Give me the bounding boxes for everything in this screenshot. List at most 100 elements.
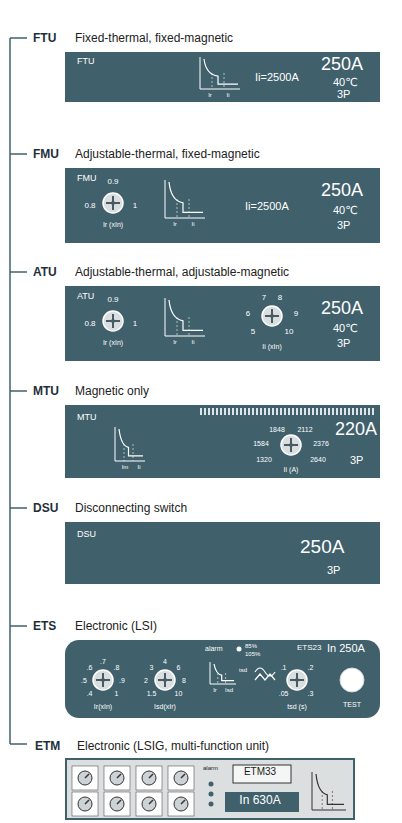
small-dial xyxy=(78,797,92,811)
stripe xyxy=(348,408,350,415)
panel-text: Ii (xIn) xyxy=(262,343,281,350)
panel-text: 8 xyxy=(182,677,186,684)
dial-knob xyxy=(93,670,113,690)
trip-unit-panel: DSUDisconnecting switchDSU250A3P xyxy=(65,522,380,584)
panel-text: 250A xyxy=(321,55,363,73)
panel-text: In 630A xyxy=(239,794,280,806)
dial-knob xyxy=(103,311,123,331)
type-code: ETM xyxy=(35,740,60,752)
stripe xyxy=(356,408,358,415)
dial-knob xyxy=(281,435,301,455)
panel-text: tsd xyxy=(239,667,247,673)
dial-pointer xyxy=(85,774,89,778)
bracket-tick xyxy=(10,153,27,155)
panel-text: 9 xyxy=(294,310,298,318)
stripe xyxy=(252,408,254,415)
stripe xyxy=(248,408,250,415)
stripe xyxy=(292,408,294,415)
type-code: ETS xyxy=(33,620,56,632)
small-dial xyxy=(78,771,92,785)
stripe xyxy=(260,408,262,415)
curve-marker xyxy=(133,444,134,461)
dial-pointer xyxy=(85,800,89,804)
panel-text: .6 xyxy=(87,663,93,670)
panel-text: ETM33 xyxy=(244,767,276,777)
panel-text: .2 xyxy=(308,663,314,670)
panel-text: .3 xyxy=(308,690,314,697)
panel-text: 1.5 xyxy=(147,690,157,697)
panel-text: 3P xyxy=(337,89,350,100)
panel-text: .8 xyxy=(114,663,120,670)
trip-curve xyxy=(169,182,203,212)
panel-text: Ii xyxy=(192,339,195,345)
dial-box xyxy=(136,766,162,790)
dial-center xyxy=(101,678,105,682)
stripe xyxy=(304,408,306,415)
curve-marker xyxy=(322,791,323,810)
panel-text: ATU xyxy=(77,292,94,301)
small-dial xyxy=(142,797,156,811)
trip-curve-icon xyxy=(165,298,205,336)
panel-text: Ii xyxy=(227,92,230,98)
dial-box xyxy=(104,792,130,816)
stripe xyxy=(332,408,334,415)
panel-text: .5 xyxy=(81,677,87,684)
curve-axes xyxy=(165,298,205,336)
dial-center xyxy=(111,319,115,323)
trip-curve-icon xyxy=(165,180,205,218)
type-description: Adjustable-thermal, fixed-magnetic xyxy=(75,148,260,160)
trip-curve xyxy=(204,59,238,84)
trip-curve-icon xyxy=(312,772,346,810)
stripe xyxy=(240,408,242,415)
panel-text: .05 xyxy=(279,690,289,697)
test-button xyxy=(340,668,364,692)
stripe xyxy=(208,408,210,415)
panel-text: 1584 xyxy=(253,440,269,447)
panel-text: 1 xyxy=(133,320,137,328)
panel-text: Ir(xIn) xyxy=(94,703,112,710)
stripe xyxy=(324,408,326,415)
dial-box xyxy=(72,792,98,816)
curve-axes xyxy=(115,427,145,461)
dial-knob xyxy=(103,193,123,213)
stripe xyxy=(344,408,346,415)
bracket-tick xyxy=(10,271,27,273)
trip-curve-icon xyxy=(210,662,236,684)
stripe xyxy=(352,408,354,415)
scale-stripes xyxy=(200,408,374,415)
wave-icon xyxy=(255,668,275,680)
dial-center xyxy=(295,678,299,682)
stripe xyxy=(216,408,218,415)
panel-text: 2376 xyxy=(313,440,329,447)
panel-text: Ii (A) xyxy=(284,466,299,473)
wave xyxy=(255,668,275,676)
trip-unit-panel: MTUMagnetic onlyMTUImIi18482112158423761… xyxy=(65,405,380,478)
panel-text: 3P xyxy=(350,455,363,466)
dial-knob xyxy=(262,306,282,326)
dial-face xyxy=(103,193,123,213)
rating-box xyxy=(225,792,299,812)
panel-text: 2112 xyxy=(297,426,312,433)
stripe xyxy=(280,408,282,415)
stripe xyxy=(328,408,330,415)
panel-text: 105% xyxy=(245,651,260,657)
small-dial xyxy=(110,771,124,785)
panel-text: 250A xyxy=(321,299,363,317)
indicator-led xyxy=(209,792,214,797)
model-box xyxy=(233,765,291,783)
panel-text: 5 xyxy=(251,328,255,336)
trip-unit-panel: FTUFixed-thermal, fixed-magneticFTUIrIiI… xyxy=(65,52,380,102)
dial-pointer xyxy=(181,800,185,804)
curve-marker xyxy=(189,317,190,336)
panel-text: 8 xyxy=(278,294,282,302)
dial-pointer xyxy=(117,774,121,778)
panel-text: 40℃ xyxy=(333,77,358,88)
panel-text: Ir xyxy=(208,92,212,98)
dial-pointer xyxy=(149,774,153,778)
panel-text: 10 xyxy=(175,690,183,697)
panel-text: 4 xyxy=(163,658,167,665)
stripe xyxy=(308,408,310,415)
panel-text: 85% xyxy=(245,643,257,649)
stripe xyxy=(284,408,286,415)
panel-text: Ir xyxy=(213,687,217,693)
